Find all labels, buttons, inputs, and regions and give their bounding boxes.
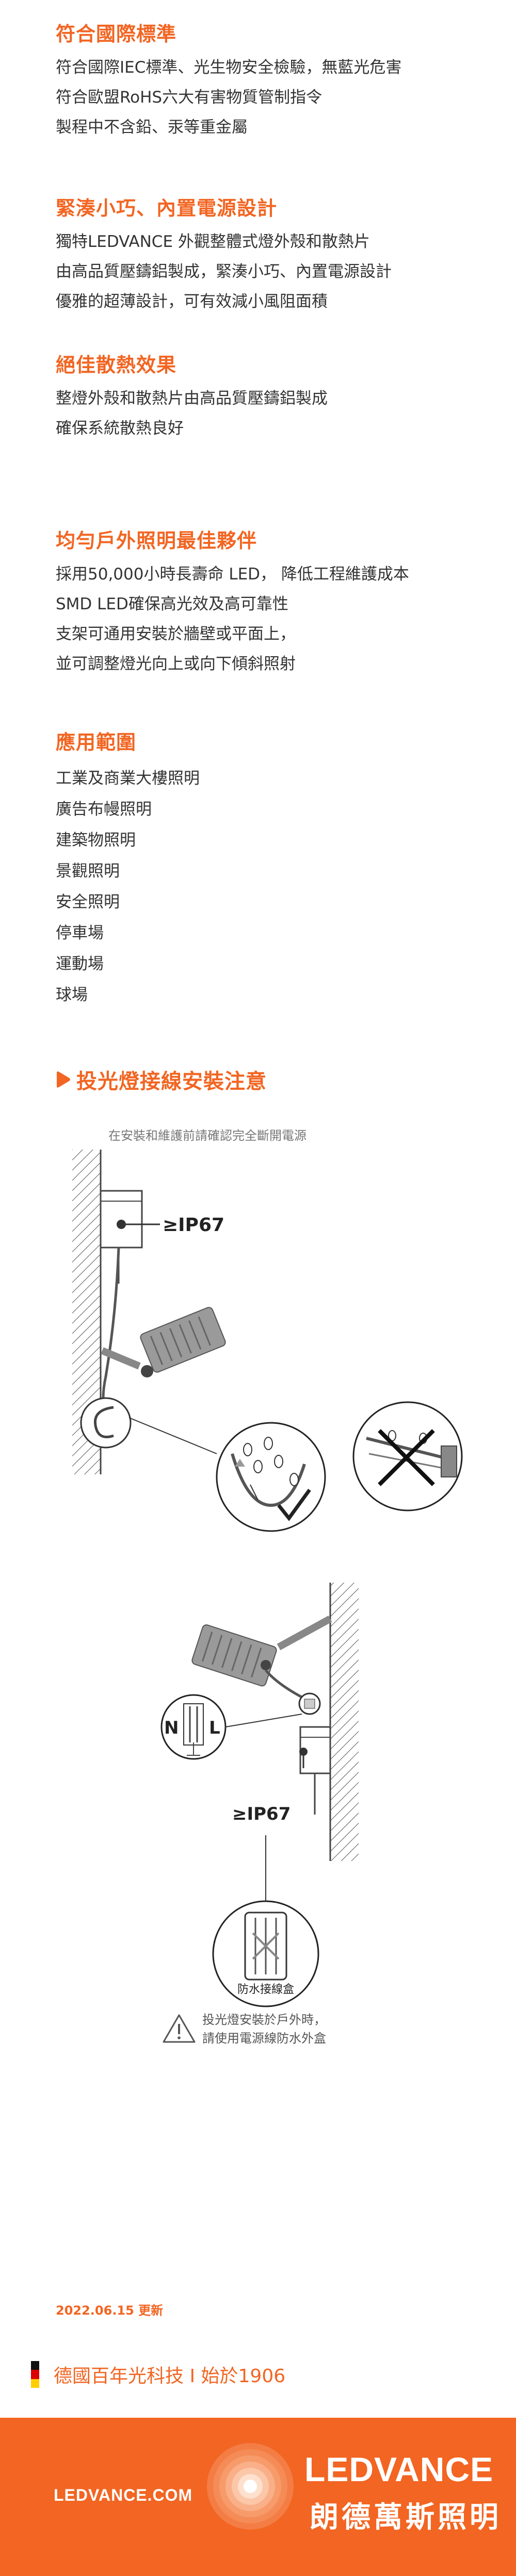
update-date: 2022.06.15 更新 <box>56 2303 164 2318</box>
application-item: 工業及商業大樓照明 <box>56 769 200 788</box>
german-flag-icon <box>31 2361 39 2388</box>
warning-line: 投光燈安裝於戶外時， <box>202 2013 326 2027</box>
section-line: 符合國際IEC標準、光生物安全檢驗，無藍光危害 <box>56 58 402 77</box>
section-title: 絕佳散熱效果 <box>56 354 177 376</box>
application-item: 建築物照明 <box>56 831 136 850</box>
section-outdoor-lighting: 均勻戶外照明最佳夥伴 採用50,000小時長壽命 LED， 降低工程維護成本 S… <box>56 527 499 679</box>
notice-title: 投光燈接線安裝注意 <box>76 1070 267 1093</box>
heritage-text: 德國百年光科技 I 始於1906 <box>54 2366 286 2387</box>
application-item: 廣告布幔照明 <box>56 800 152 819</box>
floodlight-upper <box>101 1307 226 1377</box>
section-line: 符合歐盟RoHS六大有害物質管制指令 <box>56 88 322 107</box>
wall-lower <box>329 1583 359 1861</box>
floodlight-lower <box>191 1615 332 1703</box>
section-line: 製程中不含鉛、汞等重金屬 <box>56 118 248 137</box>
section-line: 獨特LEDVANCE 外觀整體式燈外殼和散熱片 <box>56 232 370 251</box>
website-link[interactable]: LEDVANCE.COM <box>54 2486 193 2504</box>
section-line: 支架可通用安裝於牆壁或平面上， <box>56 625 296 643</box>
terminal-detail-circle <box>160 1694 302 1760</box>
section-heat-dissipation: 絕佳散熱效果 整燈外殼和散熱片由高品質壓鑄鋁製成 確保系統散熱良好 <box>56 352 499 443</box>
section-title: 緊湊小巧、內置電源設計 <box>56 197 278 220</box>
outdoor-warning: 投光燈安裝於戶外時， 請使用電源線防水外盒 <box>162 2010 326 2048</box>
brand-name-chinese: 朗德萬斯照明 <box>310 2501 502 2534</box>
section-line: 整燈外殼和散熱片由高品質壓鑄鋁製成 <box>56 389 328 408</box>
section-title: 符合國際標準 <box>56 23 177 45</box>
section-title: 均勻戶外照明最佳夥伴 <box>56 529 257 552</box>
section-line: 確保系統散熱良好 <box>56 419 184 438</box>
application-item: 景觀照明 <box>56 862 120 880</box>
incorrect-cable-circle <box>352 1401 463 1511</box>
warning-line: 請使用電源線防水外盒 <box>202 2031 326 2046</box>
application-item: 停車場 <box>56 924 104 942</box>
brand-name: LEDVANCE <box>304 2450 494 2488</box>
heritage-line: 德國百年光科技 I 始於1906 <box>31 2361 285 2388</box>
installation-diagram: ≥IP67 <box>72 1150 463 2007</box>
ip-rating-label: ≥IP67 <box>163 1215 224 1236</box>
section-compact-design: 緊湊小巧、內置電源設計 獨特LEDVANCE 外觀整體式燈外殼和散熱片 由高品質… <box>56 195 499 317</box>
application-item: 運動場 <box>56 955 104 973</box>
section-line: 由高品質壓鑄鋁製成，緊湊小巧、內置電源設計 <box>56 262 392 281</box>
application-item: 球場 <box>56 986 88 1004</box>
section-line: 優雅的超薄設計，可有效減小風阻面積 <box>56 292 328 311</box>
warning-triangle-icon <box>163 2014 196 2043</box>
drip-loop-detail <box>80 1397 217 1454</box>
terminal-l-label: L <box>209 1718 220 1738</box>
section-standards: 符合國際標準 符合國際IEC標準、光生物安全檢驗，無藍光危害 符合歐盟RoHS六… <box>56 21 499 142</box>
section-line: 採用50,000小時長壽命 LED， 降低工程維護成本 <box>56 565 409 584</box>
correct-drip-loop-circle <box>216 1422 326 1532</box>
power-off-caption: 在安裝和維護前請確認完全斷開電源 <box>108 1128 307 1143</box>
bullet-arrow-icon <box>57 1071 70 1088</box>
junction-box-lower <box>298 1692 331 1815</box>
ip-rating-label: ≥IP67 <box>232 1804 291 1824</box>
section-title: 應用範圍 <box>56 731 137 754</box>
footer-banner: LEDVANCE.COM LEDVANCE 朗德萬斯照明 <box>0 2418 516 2576</box>
section-applications: 應用範圍 工業及商業大樓照明 廣告布幔照明 建築物照明 景觀照明 安全照明 停車… <box>56 727 499 1010</box>
application-item: 安全照明 <box>56 893 120 911</box>
waterproof-box-label: 防水接線盒 <box>237 1983 294 1996</box>
section-line: 並可調整燈光向上或向下傾斜照射 <box>56 655 296 673</box>
installation-notice-heading: 投光燈接線安裝注意 <box>56 1065 267 1094</box>
waterproof-box-circle <box>212 1900 319 2007</box>
ledvance-logo-icon <box>207 2443 294 2530</box>
junction-box-upper <box>100 1190 160 1284</box>
terminal-n-label: N <box>164 1718 179 1738</box>
section-line: SMD LED確保高光效及高可靠性 <box>56 595 288 613</box>
